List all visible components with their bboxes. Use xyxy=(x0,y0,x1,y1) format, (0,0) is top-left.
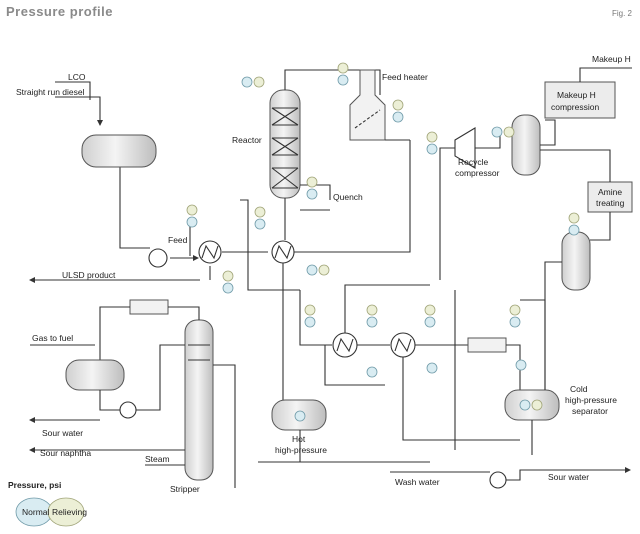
amine-treating-box xyxy=(587,181,633,213)
reactor-label: Reactor xyxy=(232,135,262,145)
hot-hps-label-1: Hot xyxy=(292,434,306,444)
gas-to-fuel-label: Gas to fuel xyxy=(32,333,73,343)
cold-hps-label-2: high-pressure xyxy=(565,395,617,405)
legend-relieving-label: Relieving xyxy=(52,507,87,517)
diagram-title: Pressure profile xyxy=(6,4,113,19)
wash-water-label: Wash water xyxy=(395,477,440,487)
hot-hps-label-2: high-pressure xyxy=(275,445,327,455)
stripper-overhead-drum xyxy=(65,359,125,391)
ulsd-product-label: ULSD product xyxy=(62,270,116,280)
legend-normal-label: Normal xyxy=(22,507,50,517)
stripper-column xyxy=(184,319,214,481)
feed-surge-drum xyxy=(81,134,157,168)
reflux-pump xyxy=(119,401,137,419)
recycle-compressor-label-2: compressor xyxy=(455,168,500,178)
lco-label: LCO xyxy=(68,72,86,82)
reactor-vessel xyxy=(269,89,301,199)
makeup-compression-label-1: Makeup H xyxy=(557,90,596,100)
recycle-compressor xyxy=(454,127,476,169)
cold-hps-label-3: separator xyxy=(572,406,608,416)
feed-heater xyxy=(349,69,386,141)
feed-heater-label: Feed heater xyxy=(382,72,428,82)
sour-naphtha-label: Sour naphtha xyxy=(40,448,91,458)
legend-relieving-swatch xyxy=(47,497,85,527)
steam-label: Steam xyxy=(145,454,170,464)
pressure-indicators xyxy=(186,62,580,422)
feed-pump xyxy=(148,248,168,268)
recycle-compressor-label-1: Recycle xyxy=(458,157,489,167)
air-cooler xyxy=(467,337,507,353)
makeup-h2-label: Makeup H xyxy=(592,54,631,64)
stripper-overhead-condenser xyxy=(129,299,169,315)
reactor-beds xyxy=(271,107,299,189)
cold-hps-label-1: Cold xyxy=(570,384,588,394)
makeup-compression-label-2: compression xyxy=(551,102,599,112)
feed-lines xyxy=(29,81,268,283)
amine-treating-label-2: treating xyxy=(596,198,625,208)
wash-water-pump xyxy=(489,471,507,489)
straight-run-diesel-label: Straight run diesel xyxy=(16,87,85,97)
feed-label: Feed xyxy=(168,235,188,245)
recycle-gas-knockout-drum xyxy=(511,114,541,176)
sour-water-right-label: Sour water xyxy=(548,472,589,482)
stripper-label: Stripper xyxy=(170,484,200,494)
legend: Pressure, psi Normal Relieving xyxy=(8,480,87,527)
amine-treating-label-1: Amine xyxy=(598,187,622,197)
makeup-h2-compressor-box xyxy=(544,81,616,119)
amine-absorber xyxy=(561,231,591,291)
legend-title: Pressure, psi xyxy=(8,480,61,490)
quench-label: Quench xyxy=(333,192,363,202)
sour-water-left-label: Sour water xyxy=(42,428,83,438)
figure-number: Fig. 2 xyxy=(612,9,633,18)
